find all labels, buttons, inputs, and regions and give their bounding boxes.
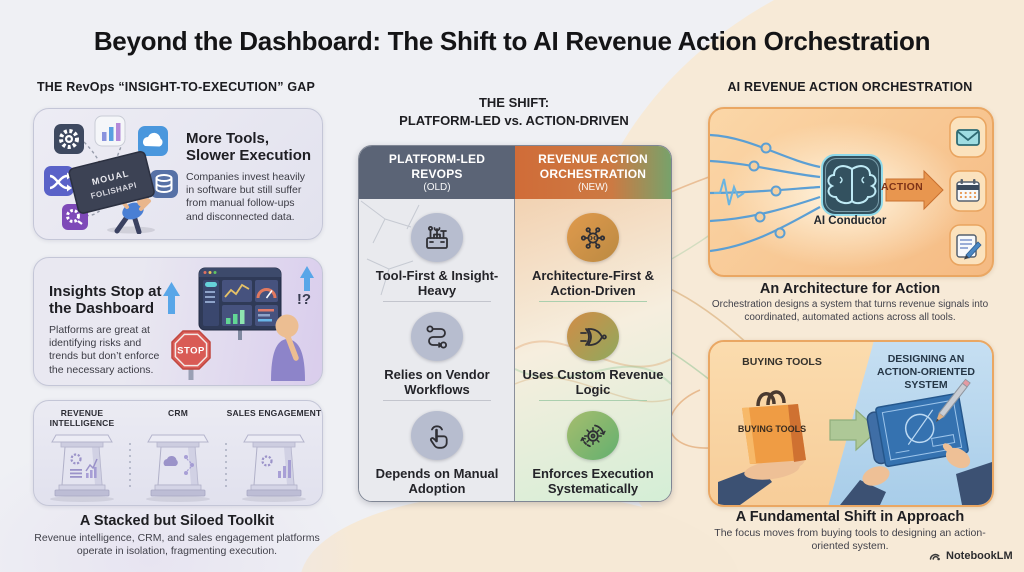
watermark-label: NotebookLM bbox=[946, 550, 1013, 562]
cloud-icon bbox=[138, 126, 168, 156]
fundamental-caption-title: A Fundamental Shift in Approach bbox=[735, 509, 965, 525]
left-caption-title: A Stacked but Siloed Toolkit bbox=[79, 513, 275, 529]
heavy-box: MOUAL FOLISHAPI bbox=[68, 150, 155, 214]
row-label: Architecture-First & Action-Driven bbox=[531, 268, 655, 299]
svg-text:STOP: STOP bbox=[177, 346, 205, 357]
pedestal-sales-engagement bbox=[242, 434, 306, 502]
email-icon bbox=[949, 116, 987, 158]
bar-chart-icon bbox=[94, 115, 126, 147]
architecture-caption-title: An Architecture for Action bbox=[759, 281, 941, 297]
designing-system-label: DESIGNING AN ACTION-ORIENTED SYSTEM bbox=[877, 353, 975, 392]
comparison-table: PLATFORM-LED REVOPS (OLD) bbox=[358, 145, 672, 502]
up-arrow-icon bbox=[300, 266, 314, 291]
pedestals-illustration bbox=[50, 434, 306, 502]
pedestal-label: SALES ENGAGEMENT bbox=[226, 408, 322, 418]
panel-description: Platforms are great at identifying risks… bbox=[49, 323, 160, 376]
ai-brain-tile bbox=[821, 154, 883, 216]
row-label: Tool-First & Insight-Heavy bbox=[375, 268, 499, 299]
network-architecture-icon bbox=[567, 213, 619, 263]
buying-tools-label: BUYING TOOLS bbox=[742, 356, 822, 368]
comparison-header-line2: PLATFORM-LED vs. ACTION-DRIVEN bbox=[399, 113, 629, 129]
table-row: Relies on Vendor Workflows bbox=[359, 304, 515, 398]
buy-vs-design-illustration bbox=[718, 378, 992, 505]
shift-arrow bbox=[829, 408, 879, 452]
brain-icon bbox=[827, 165, 877, 205]
workflow-icon bbox=[411, 312, 463, 362]
row-label: Enforces Execution Systematically bbox=[532, 466, 654, 497]
panel-buy-vs-design: BUYING TOOLS DESIGNING AN ACTION-ORIENTE… bbox=[708, 340, 994, 507]
panel-more-tools: MOUAL FOLISHAPI More Tools, Slower Execu… bbox=[33, 108, 323, 240]
new-column-header: REVENUE ACTION ORCHESTRATION (NEW) bbox=[515, 146, 671, 199]
row-label: Relies on Vendor Workflows bbox=[384, 367, 490, 398]
panel-siloed-toolkit: REVENUE INTELLIGENCE CRM SALES ENGAGEMEN… bbox=[33, 400, 323, 506]
architecture-caption-description: Orchestration designs a system that turn… bbox=[711, 299, 989, 323]
up-arrow-icon bbox=[163, 282, 180, 314]
tap-hand-icon bbox=[411, 411, 463, 461]
fundamental-caption-description: The focus moves from buying tools to des… bbox=[714, 527, 986, 553]
page-title: Beyond the Dashboard: The Shift to AI Re… bbox=[93, 26, 931, 56]
notebooklm-logo-icon bbox=[929, 553, 940, 561]
gear-icon bbox=[54, 124, 84, 154]
row-label: Uses Custom Revenue Logic bbox=[522, 367, 664, 398]
table-row: Enforces Execution Systematically bbox=[515, 403, 671, 497]
old-column-header: PLATFORM-LED REVOPS (OLD) bbox=[359, 146, 515, 199]
comparison-header-line1: THE SHIFT: bbox=[478, 95, 550, 110]
toolbox-icon bbox=[411, 213, 463, 263]
old-column: PLATFORM-LED REVOPS (OLD) bbox=[359, 146, 515, 501]
right-section-header: AI REVENUE ACTION ORCHESTRATION bbox=[727, 80, 973, 94]
pedestal-revenue-intelligence bbox=[50, 434, 114, 502]
table-row: Uses Custom Revenue Logic bbox=[515, 304, 671, 398]
left-section-header: THE RevOps “INSIGHT-TO-EXECUTION” GAP bbox=[36, 80, 316, 94]
table-row: Depends on Manual Adoption bbox=[359, 403, 515, 497]
panel-description: Companies invest heavily in software but… bbox=[186, 170, 306, 223]
action-label: ACTION bbox=[880, 181, 924, 193]
bag-label: BUYING TOOLS bbox=[737, 424, 807, 434]
holding-hand-left bbox=[840, 466, 890, 505]
row-label: Depends on Manual Adoption bbox=[375, 466, 499, 497]
pedestal-label: CRM bbox=[168, 408, 188, 418]
pedestal-label: REVENUE INTELLIGENCE bbox=[49, 408, 115, 429]
panel-title: Insights Stop at the Dashboard bbox=[49, 283, 162, 317]
table-row: Tool-First & Insight-Heavy bbox=[359, 205, 515, 299]
left-caption-description: Revenue intelligence, CRM, and sales eng… bbox=[34, 532, 320, 558]
calendar-icon bbox=[949, 170, 987, 212]
crack-texture bbox=[360, 200, 420, 296]
action-arrow bbox=[885, 169, 944, 211]
shopping-bag-icon bbox=[742, 390, 806, 464]
stop-sign: STOP bbox=[171, 330, 211, 380]
panel-insights-stop: Insights Stop at the Dashboard Platforms… bbox=[33, 257, 323, 386]
drawing-hand bbox=[942, 443, 992, 505]
watermark: NotebookLM bbox=[928, 549, 1013, 563]
dashboard-screen bbox=[198, 267, 282, 340]
new-column: REVENUE ACTION ORCHESTRATION (NEW) bbox=[514, 146, 671, 501]
pedestal-crm bbox=[146, 434, 210, 502]
comparison-header: THE SHIFT: PLATFORM-LED vs. ACTION-DRIVE… bbox=[358, 94, 670, 130]
panel-ai-orchestration bbox=[708, 107, 994, 277]
note-icon bbox=[949, 224, 987, 266]
gear-cycle-icon bbox=[567, 411, 619, 461]
overloaded-worker-illustration: MOUAL FOLISHAPI bbox=[44, 115, 178, 234]
dashboard-stop-illustration: !? STOP bbox=[163, 266, 314, 381]
confusion-marks: !? bbox=[297, 291, 311, 308]
table-row: Architecture-First & Action-Driven bbox=[515, 205, 671, 299]
shuffle-icon bbox=[44, 166, 74, 196]
ai-conductor-illustration bbox=[710, 116, 987, 266]
thinking-person bbox=[271, 314, 305, 381]
pencil-icon bbox=[935, 378, 971, 423]
panel-title: More Tools, Slower Execution bbox=[186, 130, 312, 164]
ai-conductor-label: AI Conductor bbox=[813, 215, 887, 227]
logic-gate-icon bbox=[567, 312, 619, 362]
database-icon bbox=[150, 170, 178, 198]
